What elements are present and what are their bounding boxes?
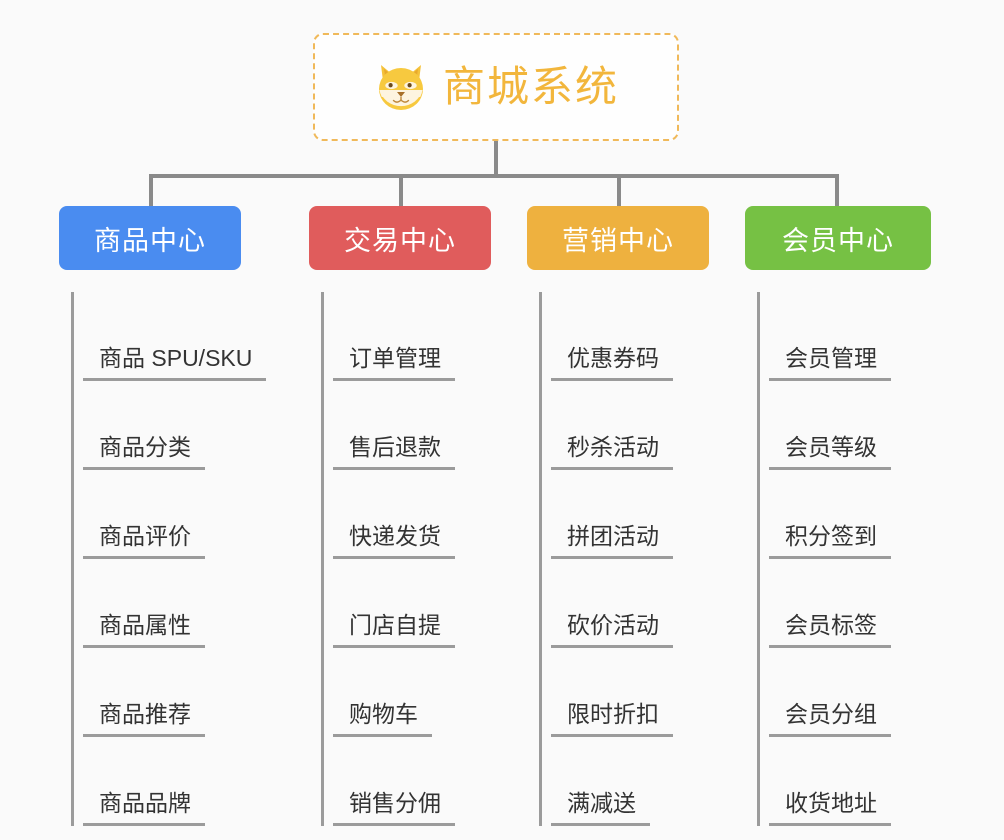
list-item[interactable]: 积分签到 <box>757 470 965 559</box>
leaf-label: 会员分组 <box>769 701 891 737</box>
leaf-list-3: 优惠券码 秒杀活动 拼团活动 砍价活动 限时折扣 满减送 <box>527 292 747 826</box>
list-item[interactable]: 砍价活动 <box>539 559 747 648</box>
list-item[interactable]: 秒杀活动 <box>539 381 747 470</box>
leaf-label: 会员管理 <box>769 345 891 381</box>
category-header-2[interactable]: 交易中心 <box>309 206 491 270</box>
leaf-label: 拼团活动 <box>551 523 673 559</box>
leaf-label: 商品推荐 <box>83 701 205 737</box>
trunk-line-2 <box>321 292 324 826</box>
list-item[interactable]: 售后退款 <box>321 381 529 470</box>
category-column-4: 会员中心 会员管理 会员等级 积分签到 会员标签 会员分组 收货地址 <box>745 206 965 826</box>
trunk-line-3 <box>539 292 542 826</box>
connector-drop-2 <box>399 174 403 208</box>
leaf-label: 会员等级 <box>769 434 891 470</box>
list-item[interactable]: 会员管理 <box>757 292 965 381</box>
leaf-label: 秒杀活动 <box>551 434 673 470</box>
connector-root-stem <box>494 141 498 178</box>
list-item[interactable]: 快递发货 <box>321 470 529 559</box>
category-header-1[interactable]: 商品中心 <box>59 206 241 270</box>
leaf-label: 售后退款 <box>333 434 455 470</box>
list-item[interactable]: 限时折扣 <box>539 648 747 737</box>
list-item[interactable]: 商品属性 <box>71 559 279 648</box>
root-title: 商城系统 <box>442 63 619 110</box>
list-item[interactable]: 商品评价 <box>71 470 279 559</box>
trunk-line-1 <box>71 292 74 826</box>
list-item[interactable]: 销售分佣 <box>321 737 529 826</box>
leaf-label: 商品评价 <box>83 523 205 559</box>
leaf-label: 订单管理 <box>333 345 455 381</box>
root-node[interactable]: 商城系统 <box>313 33 679 141</box>
list-item[interactable]: 满减送 <box>539 737 747 826</box>
leaf-label: 会员标签 <box>769 612 891 648</box>
leaf-label: 快递发货 <box>333 523 455 559</box>
leaf-label: 砍价活动 <box>551 612 673 648</box>
category-header-3[interactable]: 营销中心 <box>527 206 709 270</box>
connector-drop-3 <box>617 174 621 208</box>
connector-drop-1 <box>149 174 153 208</box>
leaf-list-1: 商品 SPU/SKU 商品分类 商品评价 商品属性 商品推荐 商品品牌 <box>59 292 279 826</box>
list-item[interactable]: 商品 SPU/SKU <box>71 292 279 381</box>
leaf-label: 优惠券码 <box>551 345 673 381</box>
leaf-label: 购物车 <box>333 701 432 737</box>
list-item[interactable]: 会员等级 <box>757 381 965 470</box>
leaf-list-2: 订单管理 售后退款 快递发货 门店自提 购物车 销售分佣 <box>309 292 529 826</box>
leaf-label: 商品 SPU/SKU <box>83 345 267 381</box>
connector-horizontal-bus <box>149 174 839 178</box>
connector-drop-4 <box>835 174 839 208</box>
leaf-label: 收货地址 <box>769 790 891 826</box>
leaf-label: 商品分类 <box>83 434 205 470</box>
list-item[interactable]: 会员标签 <box>757 559 965 648</box>
leaf-label: 门店自提 <box>333 612 455 648</box>
leaf-label: 积分签到 <box>769 523 891 559</box>
category-column-3: 营销中心 优惠券码 秒杀活动 拼团活动 砍价活动 限时折扣 满减送 <box>527 206 747 826</box>
list-item[interactable]: 商品推荐 <box>71 648 279 737</box>
dog-face-icon <box>373 59 429 115</box>
list-item[interactable]: 门店自提 <box>321 559 529 648</box>
leaf-label: 商品属性 <box>83 612 205 648</box>
leaf-label: 销售分佣 <box>333 790 455 826</box>
category-header-4[interactable]: 会员中心 <box>745 206 931 270</box>
leaf-label: 限时折扣 <box>551 701 673 737</box>
leaf-list-4: 会员管理 会员等级 积分签到 会员标签 会员分组 收货地址 <box>745 292 965 826</box>
category-column-1: 商品中心 商品 SPU/SKU 商品分类 商品评价 商品属性 商品推荐 商品品牌 <box>59 206 279 826</box>
list-item[interactable]: 优惠券码 <box>539 292 747 381</box>
list-item[interactable]: 会员分组 <box>757 648 965 737</box>
leaf-label: 商品品牌 <box>83 790 205 826</box>
list-item[interactable]: 商品分类 <box>71 381 279 470</box>
leaf-label: 满减送 <box>551 790 650 826</box>
category-column-2: 交易中心 订单管理 售后退款 快递发货 门店自提 购物车 销售分佣 <box>309 206 529 826</box>
list-item[interactable]: 拼团活动 <box>539 470 747 559</box>
list-item[interactable]: 商品品牌 <box>71 737 279 826</box>
list-item[interactable]: 购物车 <box>321 648 529 737</box>
list-item[interactable]: 订单管理 <box>321 292 529 381</box>
list-item[interactable]: 收货地址 <box>757 737 965 826</box>
trunk-line-4 <box>757 292 760 826</box>
